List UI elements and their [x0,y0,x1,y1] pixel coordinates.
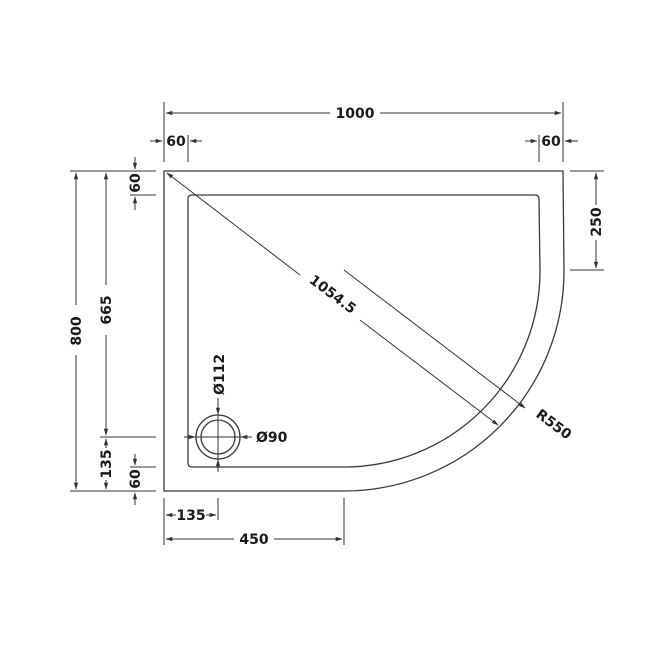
dim-waste-offset-y [100,172,156,438]
straight-bottom-label: 450 [239,532,268,548]
waste-offset-y-label: 665 [99,295,115,324]
waste-offset-bottom-label: 135 [99,449,115,478]
tray-inner-outline [187,194,541,468]
dim-waste-offset-x [163,498,219,545]
waste-inner-diameter-label: Ø90 [256,430,288,446]
rim-top-left-label: 60 [128,173,144,193]
overall-depth-label: 800 [69,316,85,345]
waste-outer-diameter-label: Ø112 [212,354,228,395]
waste-offset-x-label: 135 [176,508,205,524]
waste-outlet [184,398,252,472]
dim-radius [343,269,526,409]
dim-overall-width [163,102,564,162]
dim-overall-depth [70,170,156,492]
rim-bottom-left-label: 60 [128,469,144,489]
straight-right-label: 250 [589,207,605,236]
radius-label: R550 [533,406,575,443]
dim-rim-right [525,135,578,162]
tray-outer-outline [163,170,565,492]
diagonal-label: 1054.5 [306,272,359,317]
dim-diagonal [166,172,499,426]
dim-straight-bottom [165,498,345,545]
rim-right-top-label: 60 [541,134,561,150]
overall-width-label: 1000 [336,106,375,122]
dim-rim-top [130,157,156,210]
dim-rim-left [150,135,202,162]
dim-straight-right [570,170,604,271]
rim-left-top-label: 60 [166,134,186,150]
dim-rim-bottom [130,454,156,505]
